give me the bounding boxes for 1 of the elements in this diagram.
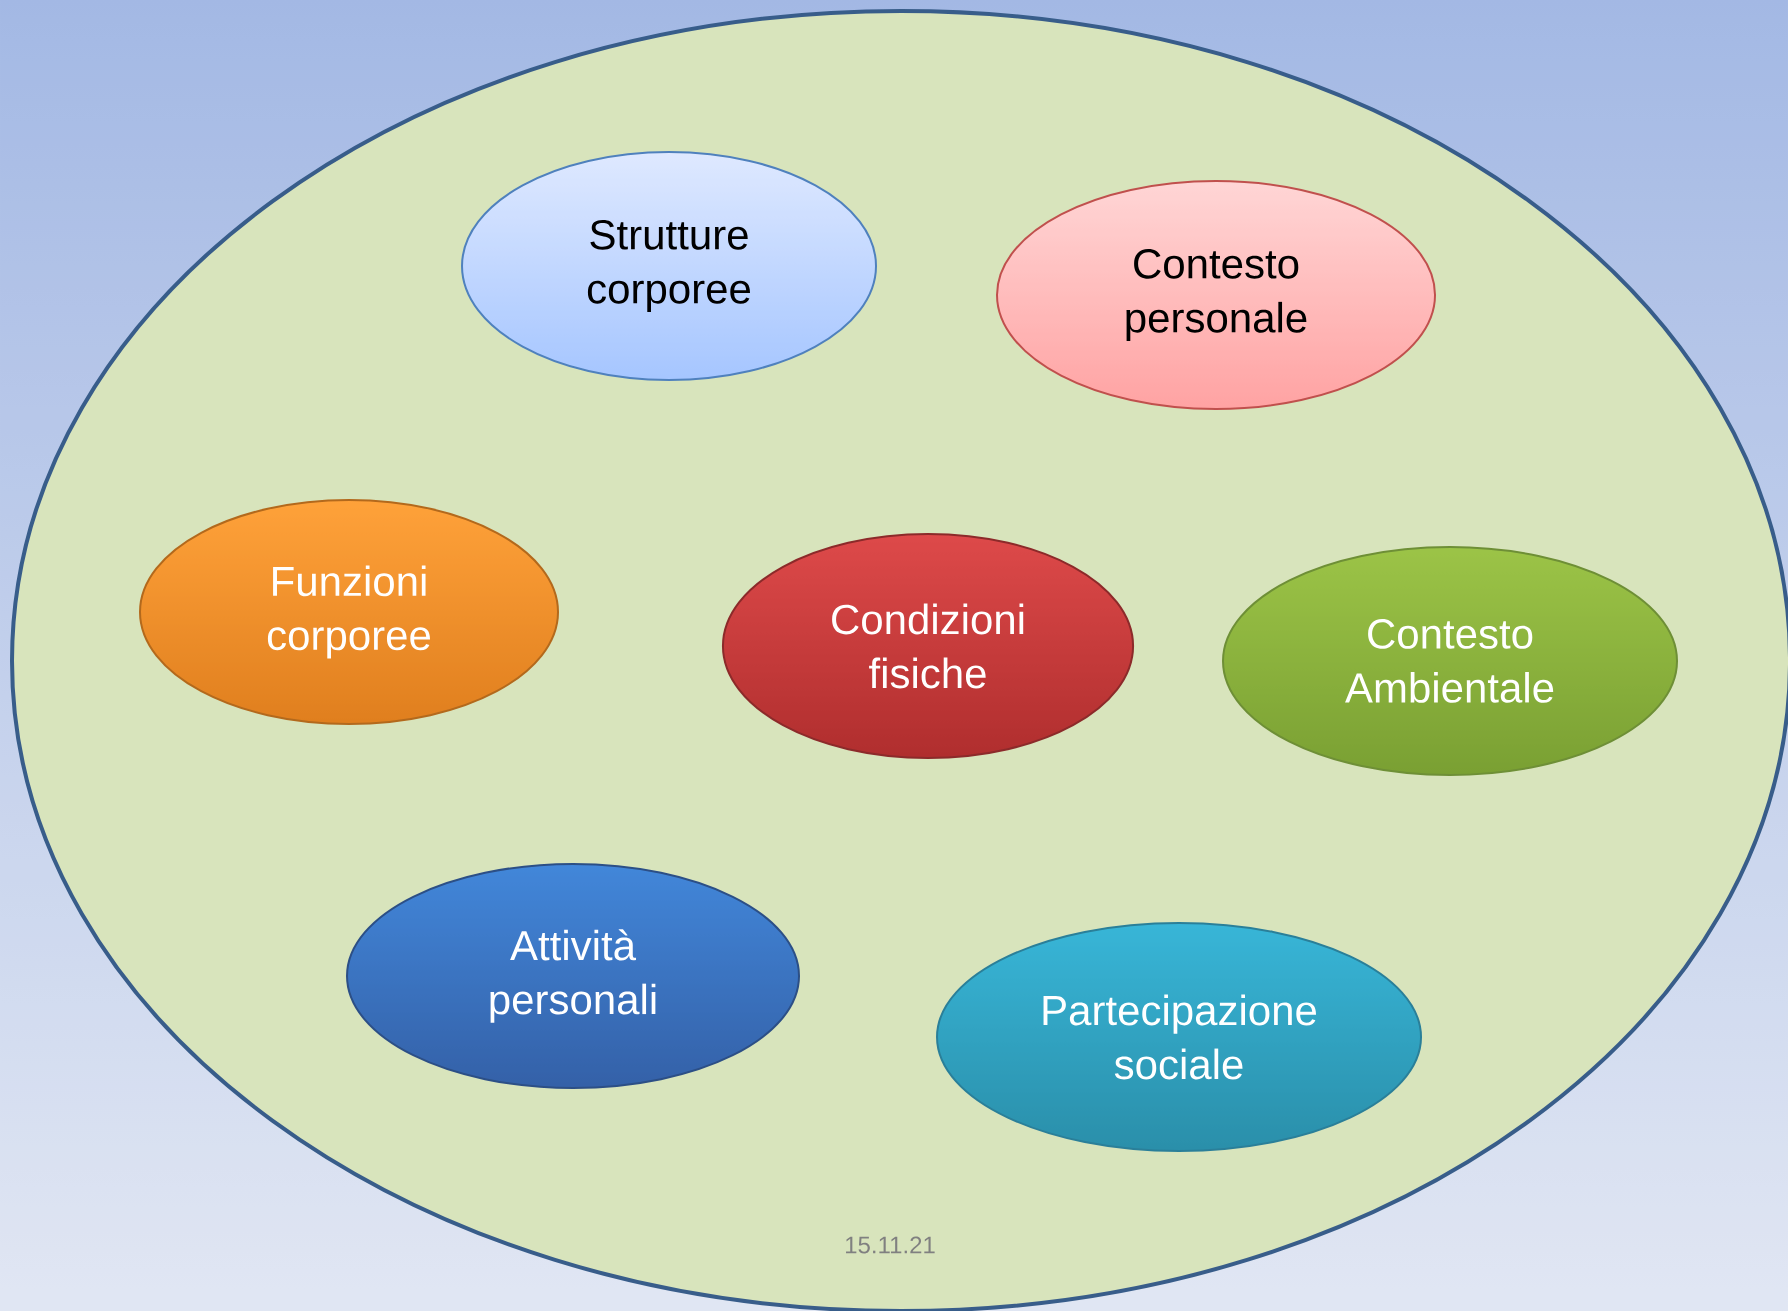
date-label: 15.11.21: [846, 1236, 935, 1254]
